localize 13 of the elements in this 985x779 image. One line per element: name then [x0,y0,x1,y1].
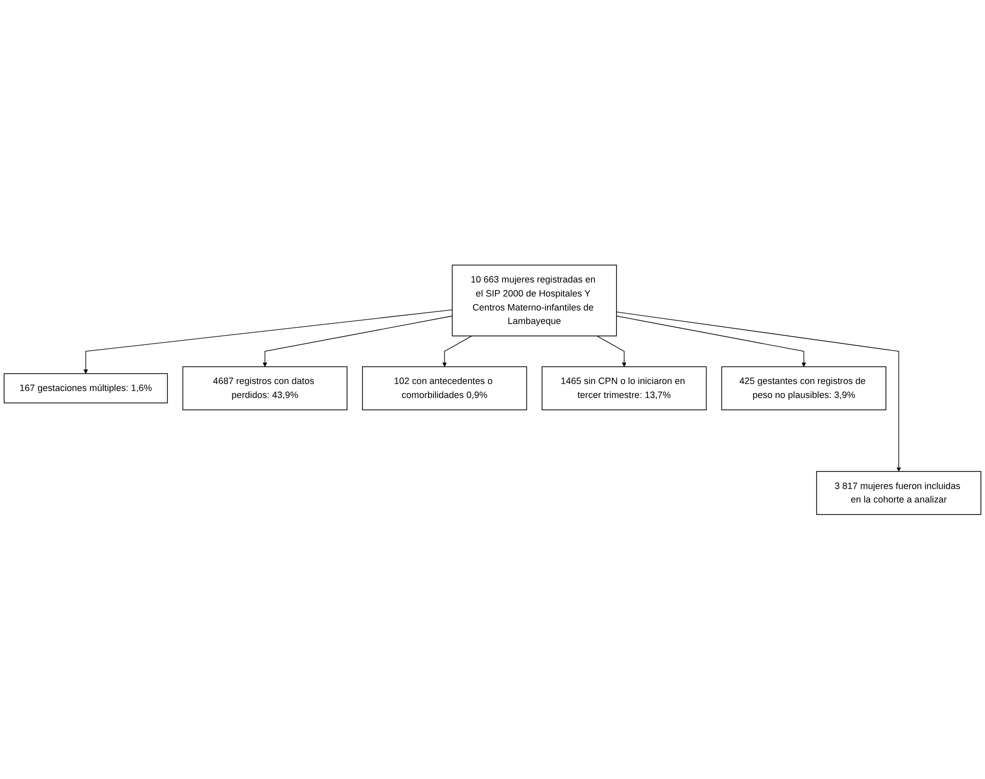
node-box: 10 663 mujeres registradas en el SIP 2000 de Hospitales Y Centros Materno-infantiles de Lambayeque [452,264,617,336]
arrow [442,335,472,367]
node-box: 425 gestantes con registros de peso no plausibles: 3,9% [721,366,886,410]
arrow [616,315,806,367]
arrow [616,311,902,472]
node-box: 167 gestaciones múltiples: 1,6% [4,372,168,403]
node-box: 102 con antecedentes o comorbilidades 0,9% [362,366,528,410]
node-box: 4687 registros con datos perdidos: 43,9% [182,366,348,410]
node-box: 1465 sin CPN o lo iniciaron en tercer trimestre: 13,7% [542,366,707,410]
arrow [596,335,626,367]
node-box: 3 817 mujeres fueron incluidas en la cohorte a analizar [816,470,982,515]
arrow [262,315,453,367]
arrow [84,309,453,374]
